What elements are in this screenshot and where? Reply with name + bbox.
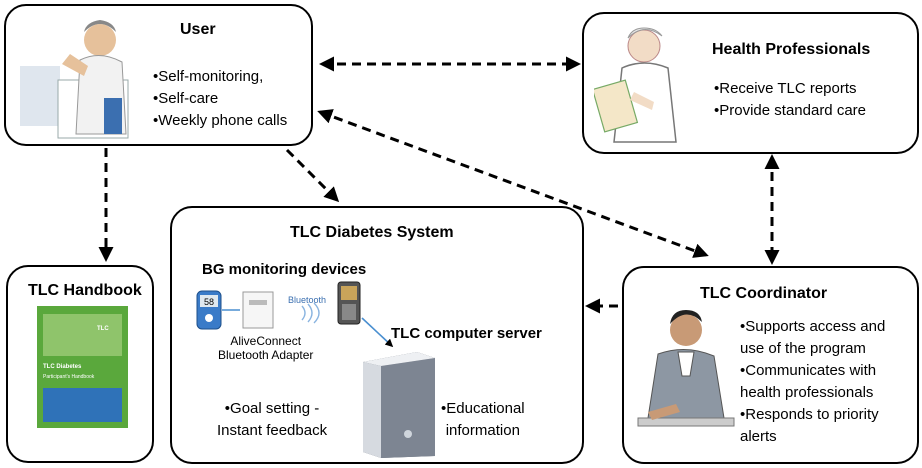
goal-line-2: Instant feedback <box>217 422 328 439</box>
coordinator-bullet-6: alerts <box>740 428 777 445</box>
cell-phone-icon <box>336 280 362 326</box>
handbook-title: TLC Handbook <box>28 282 142 299</box>
handbook-cover-photo <box>43 388 122 422</box>
user-coordinator-arrow <box>317 109 709 258</box>
server-label: TLC computer server <box>391 325 542 342</box>
coordinator-bullet-3: •Communicates with <box>740 362 877 379</box>
bg-devices-title: BG monitoring devices <box>202 261 367 278</box>
health-bullet-2: •Provide standard care <box>714 102 866 119</box>
edu-line-2: information <box>445 422 520 439</box>
user-title: User <box>180 21 216 38</box>
handbook-cover-brand: TLC <box>97 326 109 332</box>
health-bullet-1: •Receive TLC reports <box>714 80 857 97</box>
bluetooth-signal-icon <box>296 302 326 324</box>
goal-line-1: •Goal setting - <box>224 400 320 417</box>
coordinator-bullets: •Supports access and use of the program … <box>740 316 885 448</box>
adapter-label: AliveConnect Bluetooth Adapter <box>218 334 313 362</box>
coordinator-bullet-2: use of the program <box>740 340 866 357</box>
adapter-label-line-1: AliveConnect <box>230 334 302 348</box>
nurse-illustration <box>591 22 694 146</box>
user-bullets: •Self-monitoring, •Self-care •Weekly pho… <box>153 66 287 132</box>
user-illustration <box>18 10 134 140</box>
handbook-cover: TLC TLC Diabetes Participant's Handbook <box>37 306 128 428</box>
handbook-cover-title: TLC Diabetes <box>43 364 82 370</box>
bluetooth-adapter-icon <box>241 290 275 330</box>
health-professionals-title: Health Professionals <box>712 41 871 58</box>
handbook-cover-header <box>43 314 122 356</box>
coordinator-bullet-5: •Responds to priority <box>740 406 879 423</box>
coordinator-bullet-1: •Supports access and <box>740 318 886 335</box>
health-professionals-bullets: •Receive TLC reports •Provide standard c… <box>714 78 866 122</box>
bluetooth-label: Bluetooth <box>288 295 327 305</box>
adapter-label-line-2: Bluetooth Adapter <box>218 348 314 362</box>
user-bullet-2: •Self-care <box>153 90 219 107</box>
glucose-meter-icon: 58 <box>196 290 222 330</box>
educational-text: •Educational information <box>441 398 525 442</box>
user-bullet-1: •Self-monitoring, <box>153 68 264 85</box>
user-system-arrow <box>285 148 340 203</box>
coordinator-title: TLC Coordinator <box>700 285 828 302</box>
user-bullet-3: •Weekly phone calls <box>153 112 288 129</box>
edu-line-1: •Educational <box>441 400 525 417</box>
phone-server-arrow <box>361 317 394 348</box>
goal-setting-text: •Goal setting - Instant feedback <box>217 398 327 442</box>
system-title: TLC Diabetes System <box>290 224 454 241</box>
meter-reading: 58 <box>204 297 214 307</box>
computer-server-icon <box>359 348 439 460</box>
coordinator-bullet-4: health professionals <box>740 384 874 401</box>
coordinator-illustration <box>628 300 736 440</box>
handbook-cover-subtitle: Participant's Handbook <box>43 374 95 380</box>
